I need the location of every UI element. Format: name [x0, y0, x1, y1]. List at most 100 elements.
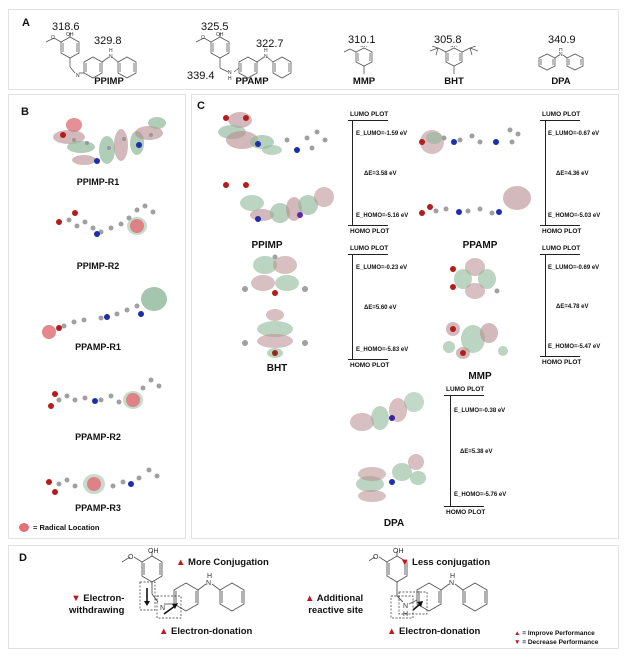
e-lumo-ppamp: E_LUMO=-0.67 eV: [548, 131, 600, 137]
orbital-ppamp-lumo: [419, 127, 521, 154]
svg-text:O: O: [373, 554, 379, 561]
less-conjugation-note: ▼ Less conjugation: [400, 557, 491, 568]
improve-triangle-icon: ▲: [387, 626, 397, 637]
orbital-ppimp-homo: [223, 182, 334, 223]
panel-d-label: D: [19, 552, 27, 564]
homo-level-ppimp: [348, 225, 388, 226]
svg-text:H: H: [109, 48, 113, 54]
radical-name-ppamp-r3: PPAMP-R3: [75, 503, 121, 513]
decrease-triangle-icon: ▼: [514, 639, 521, 646]
ppamp-structure: OH O N H N H: [195, 32, 292, 82]
svg-text:H: H: [207, 573, 212, 580]
radical-legend-text: = Radical Location: [33, 523, 100, 532]
arrow-down-icon: [144, 601, 150, 606]
improve-triangle-icon: ▲: [159, 626, 169, 637]
homo-label-ppamp: HOMO PLOT: [542, 228, 582, 235]
gap-arrow-bht: [352, 254, 353, 359]
molecule-name-ppamp: PPAMP: [462, 240, 498, 251]
e-homo-dpa: E_HOMO=-5.76 eV: [454, 492, 507, 498]
e-lumo-bht: E_LUMO=-0.23 eV: [356, 265, 408, 271]
bde-ppamp-oh: 325.5: [201, 21, 229, 33]
orbital-ppimp-r2: [56, 203, 156, 237]
improve-triangle-icon: ▲: [305, 593, 315, 604]
more-conjugation-note: ▲ More Conjugation: [176, 557, 269, 568]
delta-e-ppimp: ΔE=3.58 eV: [364, 171, 397, 177]
bde-ppimp-nh: 329.8: [94, 35, 122, 47]
orbital-ppimp-lumo: [218, 112, 328, 155]
svg-text:N: N: [403, 603, 408, 610]
compound-name-mmp: MMP: [352, 76, 376, 87]
mmp-structure: OH: [343, 46, 373, 74]
arrow-up-right-icon: [172, 603, 178, 609]
svg-text:OH: OH: [450, 46, 458, 49]
panel-b: B PPIMP-R1 PPIMP-R2 PPAMP-R1: [8, 94, 186, 539]
svg-text:N: N: [264, 54, 268, 60]
bde-dpa: 340.9: [548, 34, 576, 46]
panel-a: A 318.6 329.8 OH O N N H PPIMP 325.5 322…: [8, 9, 619, 90]
orbital-bht-homo: [242, 309, 308, 358]
gap-arrow-dpa: [450, 395, 451, 506]
svg-text:H: H: [403, 611, 408, 618]
lumo-label-ppimp: LUMO PLOT: [350, 111, 389, 118]
orbital-ppamp-homo: [419, 186, 531, 216]
homo-level-bht: [348, 359, 388, 360]
radical-name-ppamp-r1: PPAMP-R1: [75, 342, 121, 352]
orbital-dpa-homo: [356, 454, 426, 502]
e-homo-ppamp: E_HOMO=-5.03 eV: [548, 213, 601, 219]
radical-name-ppamp-r2: PPAMP-R2: [75, 432, 121, 442]
decrease-triangle-icon: ▼: [400, 557, 410, 568]
lumo-level-ppamp: [540, 120, 580, 121]
homo-level-dpa: [444, 506, 484, 507]
ppimp-sar-structure: OH O N N H: [121, 548, 245, 619]
e-lumo-ppimp: E_LUMO=-1.59 eV: [356, 131, 408, 137]
orbital-ppimp-r1: [53, 117, 166, 165]
orbital-bht-lumo: [242, 254, 308, 296]
lumo-level-bht: [348, 254, 388, 255]
ppamp-sar-structure: OH O N H N H: [369, 548, 488, 619]
molecule-name-bht: BHT: [266, 363, 288, 374]
molecule-name-mmp: MMP: [468, 371, 492, 382]
additional-site-note: ▲ Additional reactive site: [305, 593, 364, 616]
lumo-level-mmp: [540, 254, 580, 255]
svg-text:N: N: [76, 73, 80, 79]
svg-text:N: N: [449, 580, 454, 587]
orbital-mmp-homo: [443, 322, 508, 359]
e-homo-ppimp: E_HOMO=-5.16 eV: [356, 213, 409, 219]
svg-text:O: O: [51, 35, 55, 41]
gap-arrow-mmp: [545, 254, 546, 356]
gap-arrow-ppimp: [352, 120, 353, 225]
compound-name-bht: BHT: [444, 76, 464, 87]
delta-e-mmp: ΔE=4.78 eV: [556, 304, 589, 310]
svg-text:N: N: [206, 580, 211, 587]
delta-e-dpa: ΔE=5.38 eV: [460, 449, 493, 455]
svg-text:N: N: [109, 54, 113, 60]
homo-label-ppimp: HOMO PLOT: [350, 228, 390, 235]
panel-a-label: A: [22, 17, 30, 29]
electron-donation-note-left: ▲ Electron-donation: [159, 626, 253, 637]
radical-name-ppimp-r1: PPIMP-R1: [76, 177, 120, 187]
e-lumo-dpa: E_LUMO=-0.38 eV: [454, 408, 506, 414]
ppimp-structure: OH O N N H: [45, 32, 137, 79]
homo-label-dpa: HOMO PLOT: [446, 509, 486, 516]
arrow-up-right-icon: [417, 601, 423, 607]
donation-box: [156, 595, 182, 619]
homo-level-mmp: [540, 356, 580, 357]
orbital-ppamp-r1: [42, 287, 167, 339]
donation-box-right: [398, 591, 428, 615]
radical-marker-icon: [19, 523, 29, 532]
svg-text:H: H: [450, 573, 455, 580]
e-homo-bht: E_HOMO=-5.83 eV: [356, 347, 409, 353]
bde-bht: 305.8: [434, 34, 462, 46]
bde-mmp: 310.1: [348, 34, 376, 46]
bht-structure: OH: [429, 46, 479, 74]
svg-text:OH: OH: [393, 548, 404, 555]
electron-withdrawing-note: ▼ Electron- withdrawing: [69, 593, 125, 616]
bde-ppimp-oh: 318.6: [52, 21, 80, 33]
svg-text:O: O: [201, 35, 205, 41]
lumo-label-mmp: LUMO PLOT: [542, 245, 581, 252]
performance-legend-decrease: ▼ = Decrease Performance: [514, 639, 599, 646]
delta-e-bht: ΔE=5.60 eV: [364, 305, 397, 311]
radical-name-ppimp-r2: PPIMP-R2: [76, 261, 120, 271]
orbital-ppamp-r3: [46, 467, 160, 495]
gap-arrow-ppamp: [545, 120, 546, 225]
